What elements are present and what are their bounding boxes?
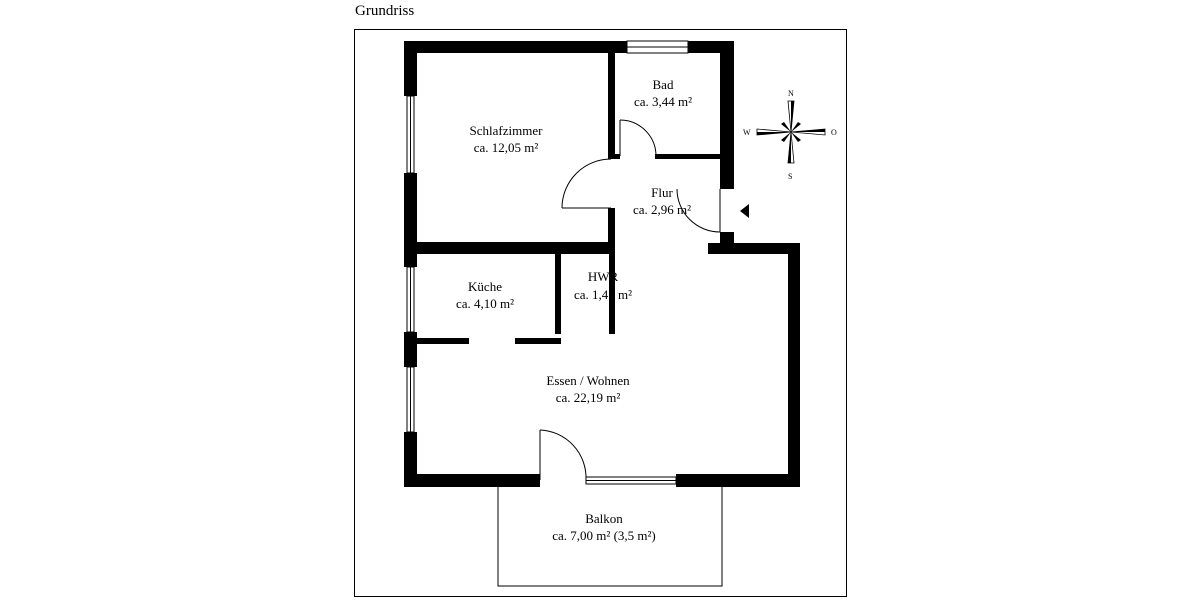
- compass-west-label: W: [743, 128, 751, 137]
- room-name-bad: Bad: [653, 77, 674, 92]
- room-area-hwr: ca. 1,45 m²: [574, 287, 632, 302]
- floor-plan-frame: [354, 29, 847, 597]
- room-area-balkon: ca. 7,00 m² (3,5 m²): [552, 528, 655, 543]
- room-area-flur: ca. 2,96 m²: [633, 202, 691, 217]
- room-name-hwr: HWR: [588, 269, 619, 284]
- room-area-bad: ca. 3,44 m²: [634, 94, 692, 109]
- room-name-essen-wohnen: Essen / Wohnen: [546, 373, 630, 388]
- balcony-outline: [497, 487, 723, 587]
- room-area-schlafzimmer: ca. 12,05 m²: [474, 140, 539, 155]
- room-name-flur: Flur: [651, 185, 673, 200]
- room-area-kueche: ca. 4,10 m²: [456, 296, 514, 311]
- walls: [404, 41, 800, 487]
- doors: [539, 119, 721, 481]
- room-area-essen-wohnen: ca. 22,19 m²: [556, 390, 621, 405]
- room-name-kueche: Küche: [468, 279, 502, 294]
- page-title: Grundriss: [355, 3, 415, 19]
- compass-east-label: O: [831, 128, 837, 137]
- compass-south-label: S: [788, 172, 792, 181]
- room-name-schlafzimmer: Schlafzimmer: [470, 123, 544, 138]
- entrance-arrow-icon: [740, 204, 749, 218]
- door-balkon: [539, 429, 587, 481]
- door-entrance: [676, 188, 721, 233]
- door-bad: [619, 119, 657, 157]
- windows: [406, 40, 689, 485]
- door-schlafzimmer: [561, 158, 612, 209]
- compass-north-label: N: [788, 89, 794, 98]
- compass-rose-icon: [756, 100, 826, 164]
- room-name-balkon: Balkon: [585, 511, 623, 526]
